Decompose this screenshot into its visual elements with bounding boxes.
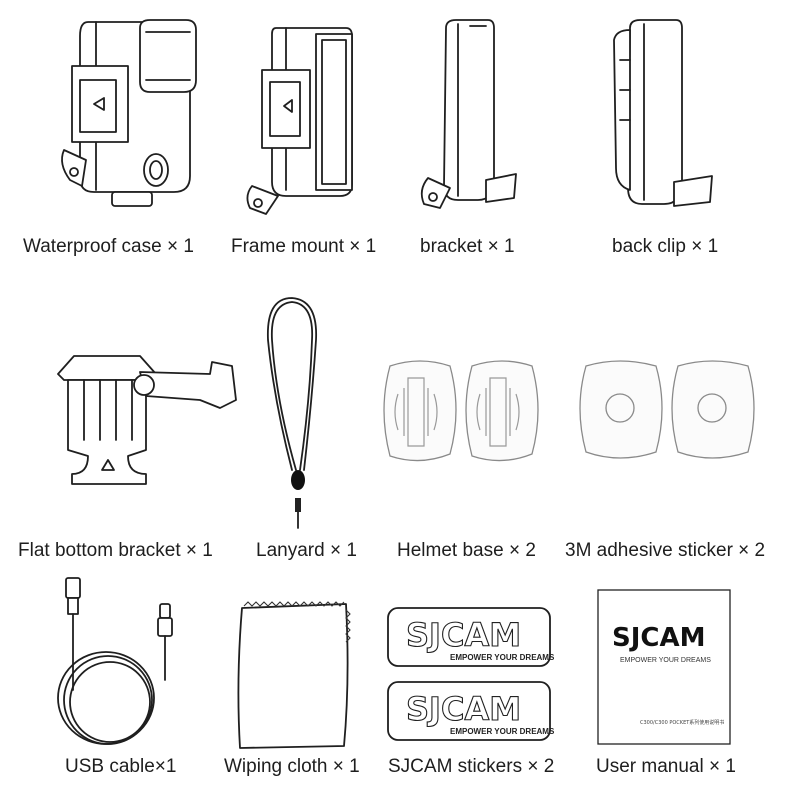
sticker-bottom-slogan: EMPOWER YOUR DREAMS — [450, 727, 555, 736]
sticker-bottom-brand: SJCAM — [406, 690, 521, 728]
lanyard-caption: Lanyard × 1 — [256, 540, 357, 561]
bracket-caption: bracket × 1 — [420, 236, 515, 257]
frame-mount-caption: Frame mount × 1 — [231, 236, 377, 257]
manual-subtitle: C300/C300 POCKET系列使用说明书 — [640, 719, 724, 726]
flat-bottom-bracket-caption: Flat bottom bracket × 1 — [18, 540, 213, 561]
back-clip-caption: back clip × 1 — [612, 236, 719, 257]
sticker-top-slogan: EMPOWER YOUR DREAMS — [450, 653, 555, 662]
manual-brand: SJCAM — [612, 623, 705, 653]
helmet-base-caption: Helmet base × 2 — [397, 540, 536, 561]
wiping-cloth-caption: Wiping cloth × 1 — [224, 756, 360, 777]
sjcam-stickers-caption: SJCAM stickers × 2 — [388, 756, 555, 777]
manual-slogan: EMPOWER YOUR DREAMS — [620, 657, 711, 664]
sticker-top-brand: SJCAM — [406, 616, 521, 654]
adhesive-sticker-caption: 3M adhesive sticker × 2 — [565, 540, 766, 561]
user-manual-caption: User manual × 1 — [596, 756, 736, 777]
usb-cable-caption: USB cable×1 — [65, 756, 177, 777]
waterproof-case-caption: Waterproof case × 1 — [23, 236, 194, 257]
